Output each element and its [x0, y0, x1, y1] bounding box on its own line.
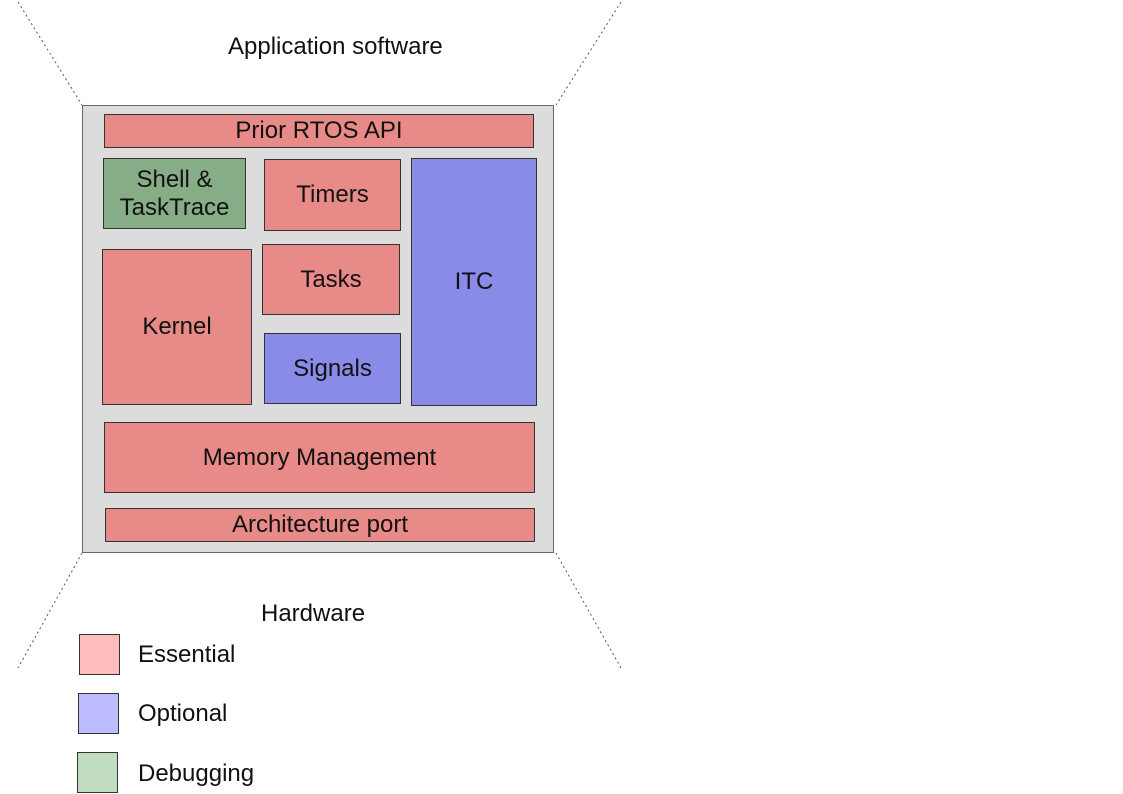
timers-block: Timers: [264, 159, 401, 231]
top-right-dotted-line: [555, 1, 622, 106]
hardware-label: Hardware: [261, 600, 366, 627]
legend-optional-swatch: [78, 693, 119, 734]
prior-rtos-api-block: Prior RTOS API: [104, 114, 534, 148]
legend-essential-swatch: [79, 634, 120, 675]
shell-label-line2: TaskTrace: [119, 193, 230, 221]
shell-label-line1: Shell &: [136, 165, 213, 193]
legend-debugging-label: Debugging: [138, 760, 255, 787]
bottom-right-dotted-line: [555, 552, 622, 669]
legend-essential-label: Essential: [138, 641, 236, 668]
tasks-block: Tasks: [262, 244, 400, 315]
kernel-block: Kernel: [102, 249, 252, 405]
itc-block: ITC: [411, 158, 537, 406]
memory-management-block: Memory Management: [104, 422, 535, 493]
application-software-label: Application software: [228, 33, 443, 60]
legend-optional-label: Optional: [138, 700, 228, 727]
architecture-port-block: Architecture port: [105, 508, 535, 542]
bottom-left-dotted-line: [17, 552, 83, 669]
signals-block: Signals: [264, 333, 401, 404]
shell-tasktrace-block: Shell & TaskTrace: [103, 158, 246, 229]
top-left-dotted-line: [17, 1, 83, 106]
legend-debugging-swatch: [77, 752, 118, 793]
